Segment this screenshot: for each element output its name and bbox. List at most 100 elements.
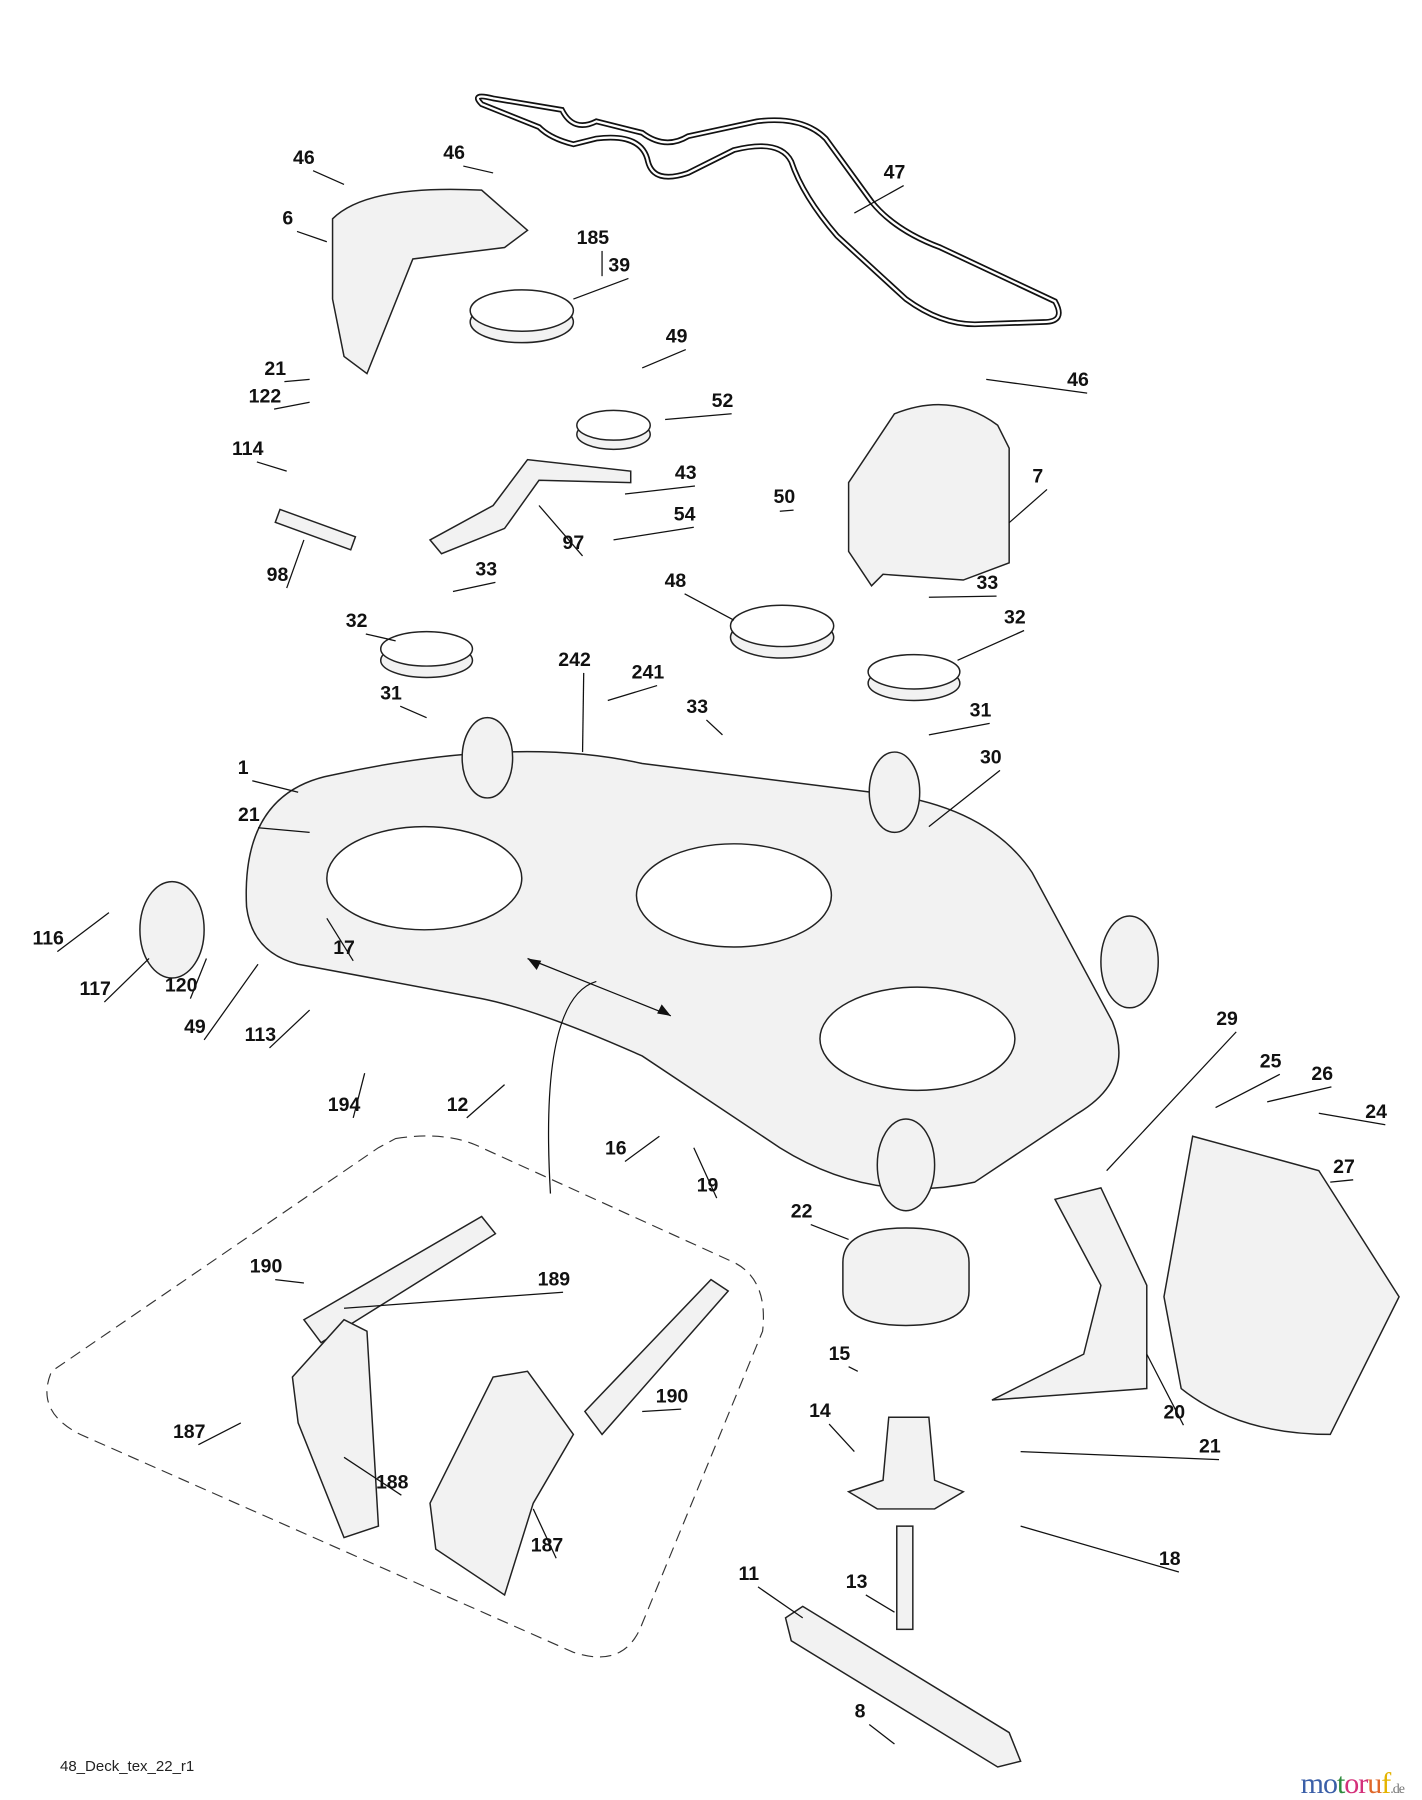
leader-line [613, 526, 694, 541]
callout-190: 190 [250, 1256, 283, 1278]
callout-48: 48 [665, 570, 687, 592]
drive-belt [475, 93, 1062, 328]
leader-line [1318, 1112, 1386, 1126]
callout-1: 1 [238, 757, 249, 779]
callout-20: 20 [1163, 1401, 1185, 1423]
drawing-code: 48_Deck_tex_22_r1 [60, 1758, 195, 1775]
callout-18: 18 [1159, 1548, 1181, 1570]
leader-line [189, 958, 208, 999]
callout-22: 22 [791, 1201, 813, 1223]
direction-arrow [527, 957, 672, 1017]
callout-187: 187 [173, 1421, 206, 1443]
gauge-wheels [139, 716, 1159, 1212]
spring [274, 508, 357, 551]
leader-line [1020, 1525, 1180, 1573]
leader-line [928, 595, 997, 598]
callout-31: 31 [970, 700, 992, 722]
callout-97: 97 [563, 532, 585, 554]
lift-kit-boundary [46, 1135, 764, 1658]
callout-26: 26 [1311, 1063, 1333, 1085]
callout-116: 116 [32, 928, 64, 950]
callout-7: 7 [1032, 466, 1043, 488]
leader-line [286, 539, 305, 589]
lift-link-b [583, 1278, 730, 1436]
leader-line [284, 378, 310, 383]
idler-arm [428, 458, 632, 555]
callout-33: 33 [475, 558, 497, 580]
leader-line [624, 1135, 660, 1162]
callout-46: 46 [443, 142, 465, 164]
callout-98: 98 [267, 564, 289, 586]
leader-line [1008, 488, 1048, 524]
callout-32: 32 [346, 610, 368, 632]
leader-line [399, 705, 427, 719]
leader-line [312, 170, 345, 185]
leader-line [624, 485, 696, 495]
callout-189: 189 [538, 1268, 571, 1290]
lift-bracket-b [429, 1370, 575, 1597]
callout-19: 19 [697, 1174, 719, 1196]
bearing-ring [842, 1227, 970, 1327]
leader-line [573, 277, 629, 300]
leader-line [296, 230, 328, 243]
leader-line [928, 769, 1001, 828]
chute-deflector [991, 1186, 1148, 1401]
leader-line [986, 378, 1088, 394]
leader-line [581, 672, 585, 753]
callout-120: 120 [165, 975, 198, 997]
watermark-suffix: .de [1390, 1782, 1405, 1797]
leader-line [269, 1009, 311, 1049]
leader-line [466, 1084, 505, 1119]
leader-line [252, 780, 299, 793]
callout-11: 11 [739, 1563, 760, 1585]
callout-21: 21 [238, 804, 260, 826]
belt-cover-right [847, 403, 1010, 587]
leader-line [665, 413, 732, 421]
leader-line [1020, 1450, 1220, 1461]
callout-8: 8 [855, 1701, 866, 1723]
callout-16: 16 [605, 1138, 627, 1160]
callout-21: 21 [264, 358, 286, 380]
blade [784, 1605, 1022, 1768]
leader-line [868, 1724, 895, 1745]
leader-line [1146, 1353, 1185, 1426]
leader-line [957, 629, 1025, 661]
leader-line [1267, 1086, 1332, 1103]
lift-link-a [302, 1215, 497, 1344]
leader-line [928, 722, 990, 736]
callout-6: 6 [282, 208, 293, 230]
leader-line [452, 581, 496, 593]
leader-line [463, 165, 494, 174]
callout-30: 30 [980, 747, 1002, 769]
leader-line [810, 1223, 849, 1241]
callout-114: 114 [232, 438, 264, 460]
leader-line [326, 918, 354, 962]
callout-32: 32 [1004, 607, 1026, 629]
callout-185: 185 [577, 227, 610, 249]
callout-39: 39 [608, 255, 630, 277]
leader-line [198, 1422, 242, 1446]
leader-line [865, 1594, 895, 1613]
callout-188: 188 [376, 1471, 409, 1493]
callout-21: 21 [1199, 1436, 1221, 1458]
callout-33: 33 [686, 696, 708, 718]
callout-242: 242 [558, 649, 591, 671]
callout-13: 13 [846, 1571, 868, 1593]
callout-29: 29 [1216, 1008, 1238, 1030]
belt-cover-left [331, 188, 529, 375]
watermark-logo[interactable]: motoruf.de [1301, 1767, 1405, 1800]
leader-line [203, 963, 259, 1041]
mower-deck [245, 750, 1120, 1190]
callout-49: 49 [184, 1016, 206, 1038]
spindle-housing [846, 1416, 965, 1510]
leader-line [538, 505, 584, 557]
callout-25: 25 [1260, 1050, 1282, 1072]
callout-122: 122 [249, 385, 282, 407]
callout-117: 117 [79, 978, 110, 1000]
leader-line [1215, 1073, 1281, 1109]
discharge-chute [1163, 1135, 1400, 1436]
leader-line [693, 1147, 718, 1199]
callout-113: 113 [245, 1024, 277, 1046]
